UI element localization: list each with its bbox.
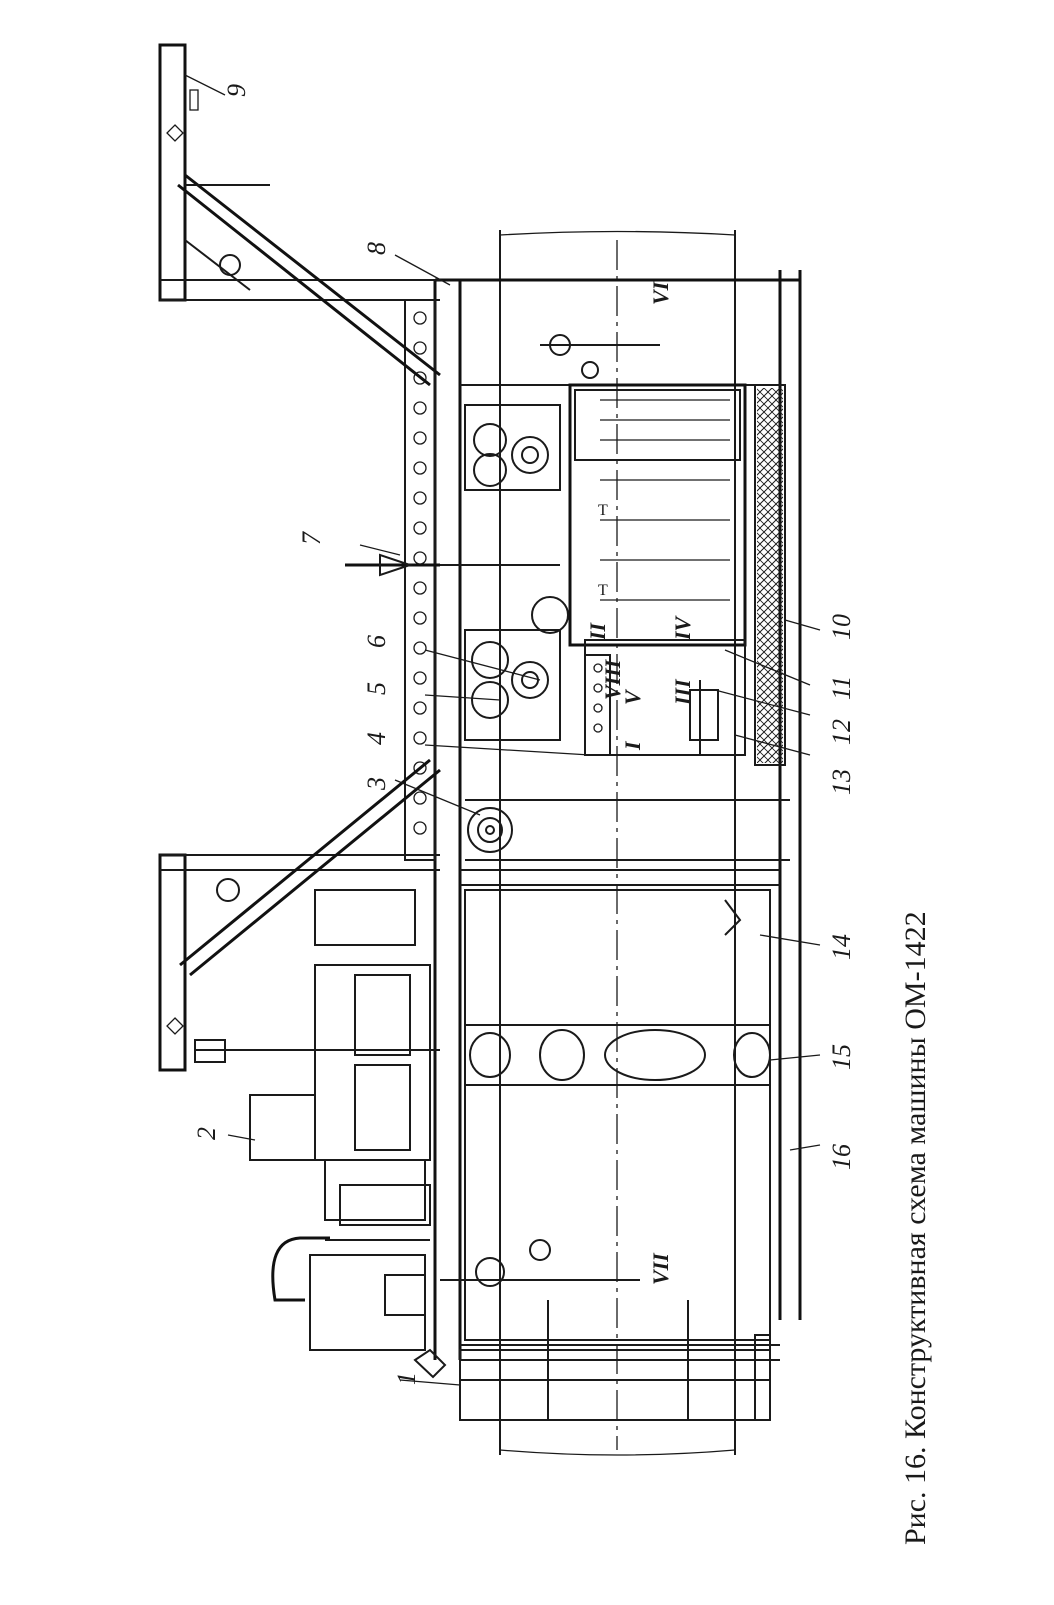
bolt: [413, 521, 427, 535]
bolt: [413, 401, 427, 415]
control-cabinet: T T: [568, 383, 747, 647]
bolt: [413, 821, 427, 835]
bolt: [413, 491, 427, 505]
bolt: [413, 461, 427, 475]
callout-5: 5: [362, 682, 391, 695]
callout-9: 9: [222, 84, 251, 97]
operator-area: [584, 639, 746, 756]
callout-6: 6: [362, 635, 391, 648]
pipe: [499, 230, 736, 1456]
lever-7-roman: [440, 1239, 640, 1287]
control-III: III: [670, 678, 695, 706]
bolt: [413, 431, 427, 445]
hydraulic-unit: [271, 1236, 447, 1379]
control-labels: I II III IV V VI VII VIII: [585, 280, 695, 1285]
bolt: [413, 311, 427, 325]
bolt: [413, 581, 427, 595]
control-II: II: [585, 621, 610, 641]
bolt: [413, 731, 427, 745]
callout-14: 14: [827, 934, 856, 960]
figure-caption: Рис. 16. Конструктивная схема машины ОМ-…: [899, 911, 932, 1545]
callout-4: 4: [362, 732, 391, 745]
svg-text:T: T: [598, 502, 608, 519]
callout-labels: 1 2 3 4 5 6 7 8 9 10 11 12 13 14 15 16: [192, 84, 856, 1385]
control-I: I: [620, 740, 645, 751]
callout-8: 8: [362, 242, 391, 255]
control-VIII: VIII: [600, 658, 625, 700]
bolt: [413, 341, 427, 355]
callout-2: 2: [192, 1127, 221, 1140]
top-boom: [158, 43, 441, 387]
callout-16: 16: [827, 1144, 856, 1170]
control-IV: IV: [670, 614, 695, 641]
callout-11: 11: [827, 676, 856, 700]
callout-12: 12: [827, 719, 856, 745]
svg-text:T: T: [598, 582, 608, 599]
bolt-row: [413, 311, 427, 835]
control-VI: VI: [648, 280, 673, 305]
pump-group: [464, 404, 569, 741]
bolt: [413, 611, 427, 625]
lever-7: [345, 553, 560, 577]
bolt: [413, 551, 427, 565]
callout-10: 10: [827, 614, 856, 640]
leader-lines: [184, 74, 821, 1386]
bolt: [413, 671, 427, 685]
inner-bay: [464, 889, 771, 1341]
engine: [249, 889, 431, 1241]
callout-15: 15: [827, 1044, 856, 1070]
callout-7: 7: [297, 531, 326, 545]
insulation-strip: [754, 384, 786, 766]
bolt: [413, 761, 427, 775]
bolt: [413, 791, 427, 805]
callout-1: 1: [392, 1372, 421, 1385]
control-VII: VII: [648, 1252, 673, 1285]
bolt: [413, 371, 427, 385]
lower-boom: [158, 758, 441, 1072]
winch: [465, 799, 790, 861]
control-V: V: [620, 688, 645, 705]
callout-3: 3: [362, 777, 391, 791]
bolt: [413, 641, 427, 655]
lever-6: [540, 334, 660, 379]
bolt: [413, 701, 427, 715]
callout-13: 13: [827, 769, 856, 795]
